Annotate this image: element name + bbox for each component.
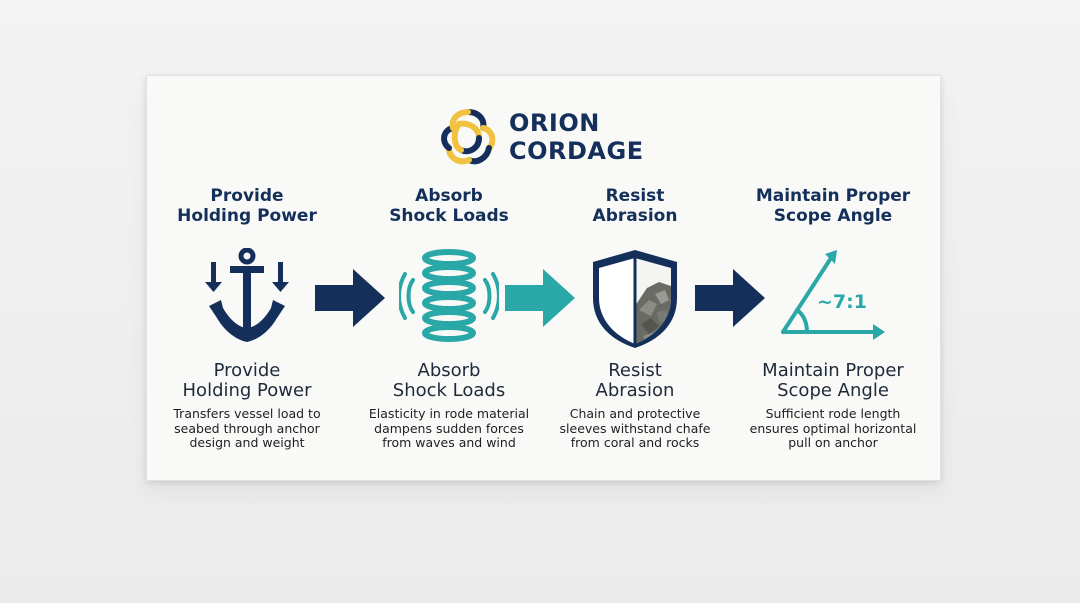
step-title: Provide Holding Power — [177, 186, 317, 226]
step-label: Resist Abrasion — [595, 360, 675, 401]
flow-arrow-right-icon — [695, 269, 765, 327]
step-label: Provide Holding Power — [182, 360, 312, 401]
anchor-icon — [205, 248, 289, 342]
spring-icon — [399, 249, 499, 342]
brand-name-line2: CORDAGE — [509, 137, 644, 165]
knot-logo-icon — [441, 109, 496, 165]
scope-angle-icon: ~7:1 — [781, 250, 885, 340]
step-description: Elasticity in rode material dampens sudd… — [368, 406, 530, 450]
step-title: Resist Abrasion — [592, 186, 678, 226]
infographic-card: ORION CORDAGE Provide Holding Power Prov… — [146, 75, 941, 481]
step-description: Transfers vessel load to seabed through … — [173, 406, 321, 450]
step-description: Chain and protective sleeves withstand c… — [559, 406, 711, 450]
step-description: Sufficient rode length ensures optimal h… — [749, 406, 917, 450]
brand-name: ORION CORDAGE — [509, 109, 644, 165]
step-shock-loads: Absorb Shock Loads Absorb Shock Loads El… — [349, 76, 549, 480]
step-abrasion: Resist Abrasion Resist Abrasion Chain an… — [535, 76, 735, 480]
step-label: Absorb Shock Loads — [392, 360, 506, 401]
flow-arrow-right-icon — [505, 269, 575, 327]
step-holding-power: Provide Holding Power Provide Holding Po… — [147, 76, 347, 480]
step-title: Maintain Proper Scope Angle — [755, 186, 911, 226]
flow-arrow-right-icon — [315, 269, 385, 327]
step-scope-angle: Maintain Proper Scope Angle ~7:1 Maintai… — [733, 76, 933, 480]
scope-ratio-text: ~7:1 — [817, 291, 867, 313]
brand-name-line1: ORION — [509, 109, 600, 137]
brand-logo: ORION CORDAGE — [439, 106, 669, 168]
step-title: Absorb Shock Loads — [389, 186, 509, 226]
step-label: Maintain Proper Scope Angle — [762, 360, 904, 401]
shield-rock-icon — [593, 250, 677, 348]
